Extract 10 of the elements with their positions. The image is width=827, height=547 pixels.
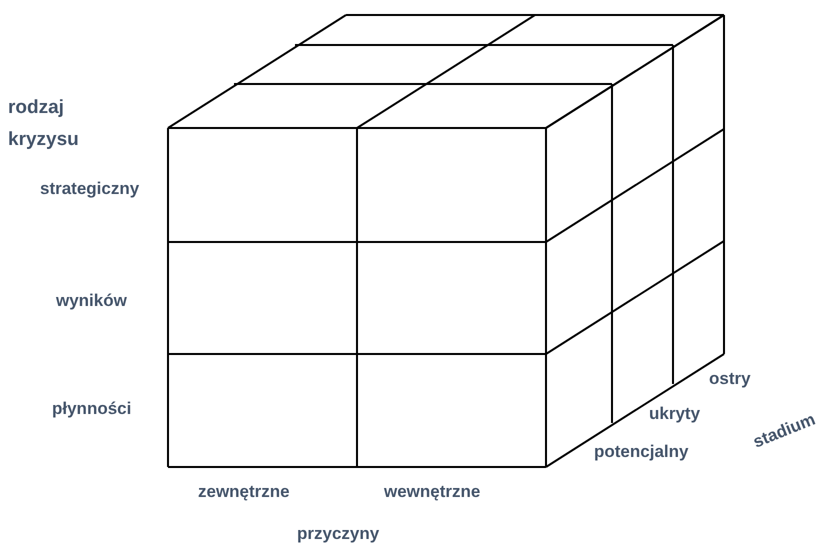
axis-title: rodzaj kryzysu <box>8 96 80 152</box>
axis-label: wyników <box>56 290 127 312</box>
axis-label: zewnętrzne <box>198 481 290 503</box>
axis-title: przyczyny <box>297 523 380 545</box>
axis-label: ukryty <box>649 403 700 425</box>
axis-label: wewnętrzne <box>384 481 480 503</box>
axis-label: płynności <box>52 398 132 420</box>
axis-label: ostry <box>709 368 751 390</box>
axis-label: strategiczny <box>40 178 140 200</box>
axis-label: potencjalny <box>594 441 688 463</box>
